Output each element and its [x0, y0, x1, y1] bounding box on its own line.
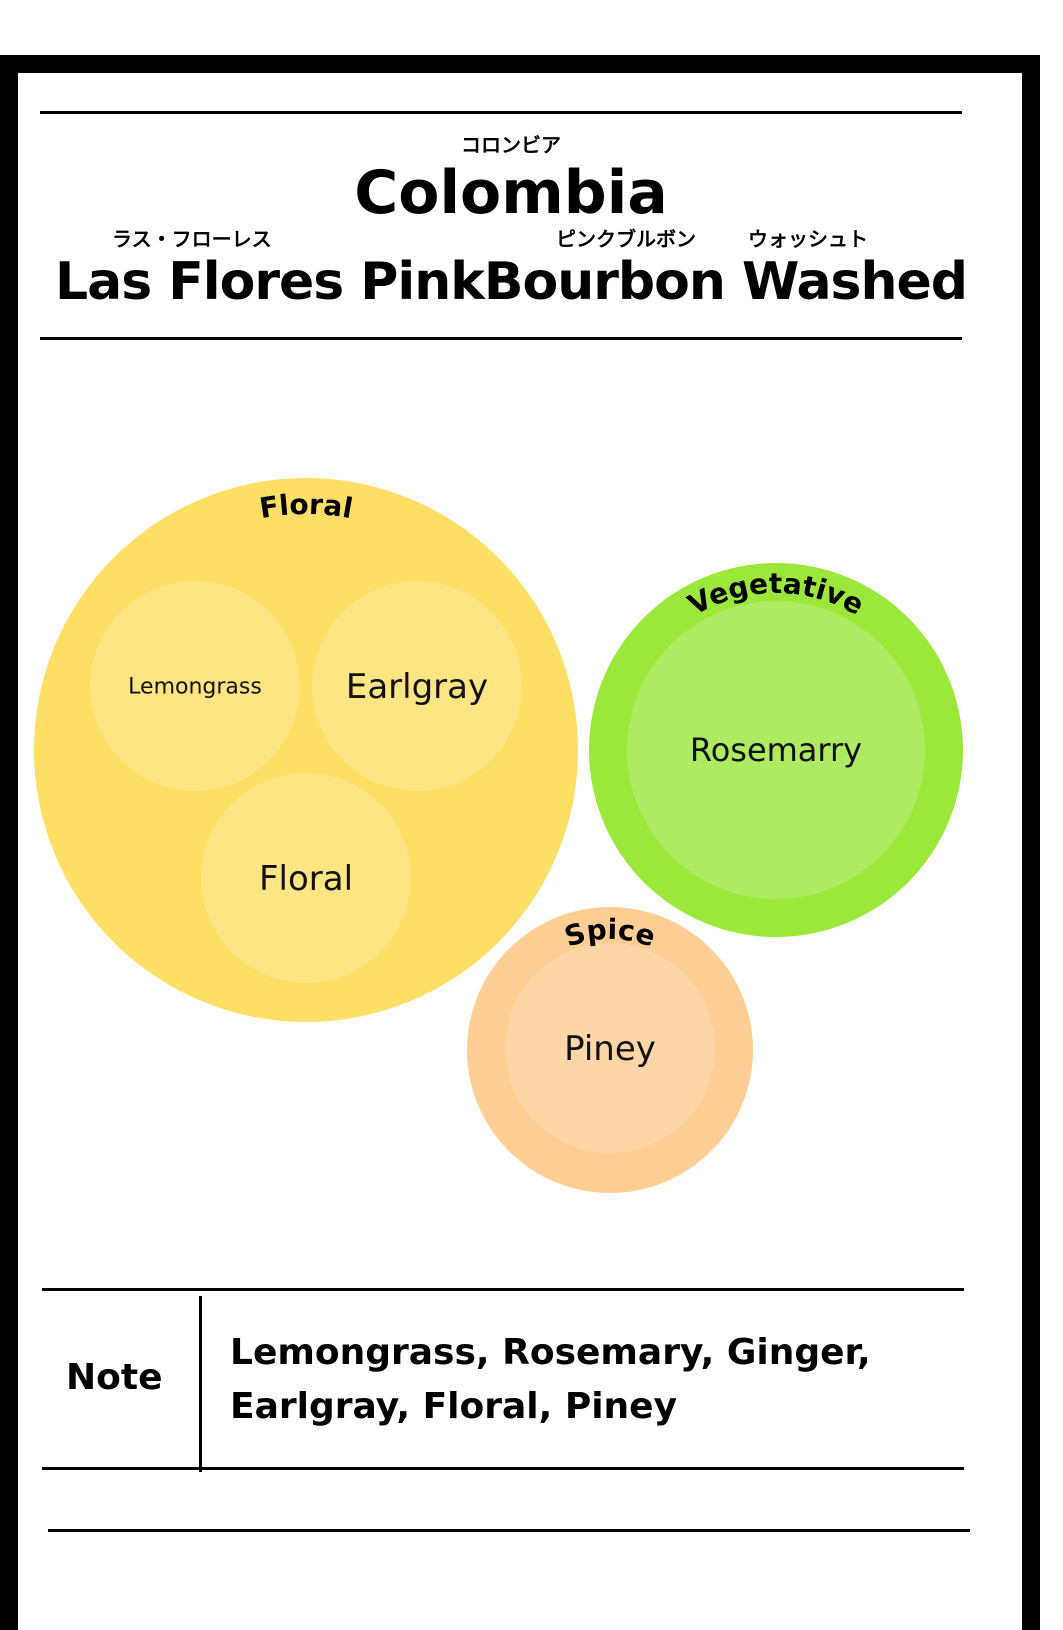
flavor-bubble-floral [201, 773, 411, 983]
note-top-rule [42, 1288, 964, 1291]
name-ruby-las-flores: ラス・フローレス [112, 227, 272, 251]
note-line-1: Lemongrass, Rosemary, Ginger, [230, 1332, 871, 1373]
header-top-rule [40, 111, 962, 114]
footer-rule [48, 1529, 970, 1532]
group-label-floral: Floral [257, 488, 355, 525]
flavor-label-rosemarry: Rosemarry [690, 731, 862, 769]
country-title: Colombia [354, 158, 668, 228]
flavor-label-floral: Floral [259, 859, 353, 899]
flavor-bubble-rosemarry [627, 601, 925, 899]
country-ruby: コロンビア [461, 133, 561, 157]
header-bottom-rule [40, 337, 962, 340]
flavor-label-piney: Piney [564, 1029, 656, 1069]
name-ruby-washed: ウォッシュト [748, 227, 868, 251]
note-label: Note [66, 1357, 163, 1398]
flavor-bubble-piney [505, 943, 715, 1153]
note-line-2: Earlgray, Floral, Piney [230, 1386, 678, 1427]
note-divider [199, 1296, 202, 1472]
flavor-label-lemongrass: Lemongrass [128, 675, 262, 700]
coffee-name-title: Las Flores PinkBourbon Washed [54, 252, 968, 312]
flavor-label-earlgray: Earlgray [346, 667, 488, 707]
flavor-bubble-earlgray [312, 581, 522, 791]
flavor-bubble-lemongrass [90, 581, 300, 791]
name-ruby-pinkbourbon: ピンクブルボン [556, 227, 696, 251]
note-bottom-rule [42, 1467, 964, 1470]
